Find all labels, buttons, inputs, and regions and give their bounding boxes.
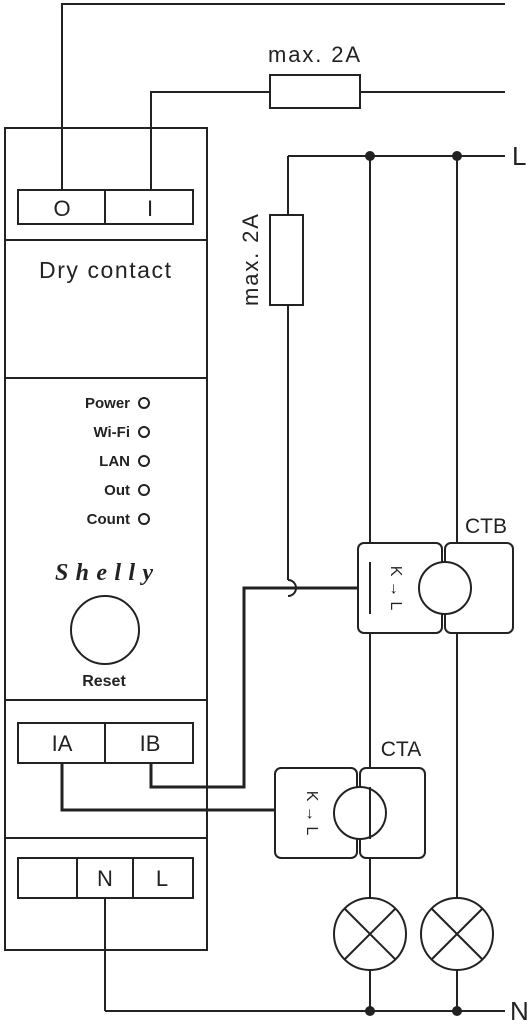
led-label-wifi: Wi-Fi (93, 424, 130, 441)
ct-a-sensor-icon (274, 767, 426, 859)
terminal-label-l: L (156, 866, 168, 891)
terminal-label-i: I (147, 196, 153, 221)
line-live-label: L (512, 141, 526, 171)
wire-ct-b-lead (149, 586, 358, 789)
led-lan-icon (138, 455, 150, 467)
led-power-icon (138, 397, 150, 409)
ct-a-marking: K → L (303, 791, 320, 836)
terminal-label-n: N (97, 866, 113, 891)
fuse-vertical (269, 214, 304, 306)
led-label-count: Count (87, 511, 130, 528)
line-neutral-label: N (510, 996, 529, 1024)
junction-dot (452, 1006, 462, 1016)
ct-a-label: CTA (381, 738, 421, 761)
led-label-out: Out (104, 482, 130, 499)
wire-input (150, 91, 270, 190)
lamp-2-icon (420, 897, 494, 971)
wire-ct-a-lead (60, 763, 275, 812)
junction-dot (452, 151, 462, 161)
junction-dot (365, 151, 375, 161)
fuse-top (269, 74, 361, 109)
wire-output (61, 3, 505, 190)
fuse-vertical-label: max. 2A (238, 214, 263, 306)
reset-label: Reset (82, 673, 126, 690)
led-label-lan: LAN (99, 453, 130, 470)
led-wifi-icon (138, 426, 150, 438)
fuse-top-label: max. 2A (268, 42, 360, 67)
lamp-1-icon (333, 897, 407, 971)
junction-dot (365, 1006, 375, 1016)
terminal-label-ia: IA (52, 731, 73, 756)
reset-button-icon (70, 595, 140, 665)
ct-b-sensor-icon (357, 542, 514, 634)
brand-logo: Shelly (55, 560, 153, 586)
terminal-label-o: O (53, 196, 70, 221)
ct-b-label: CTB (465, 515, 507, 538)
device-enclosure (4, 127, 208, 951)
terminal-label-ib: IB (140, 731, 161, 756)
led-label-power: Power (85, 395, 130, 412)
led-count-icon (138, 513, 150, 525)
input-section-title: Dry contact (39, 257, 172, 283)
ct-b-marking: K → L (387, 566, 404, 611)
led-out-icon (138, 484, 150, 496)
